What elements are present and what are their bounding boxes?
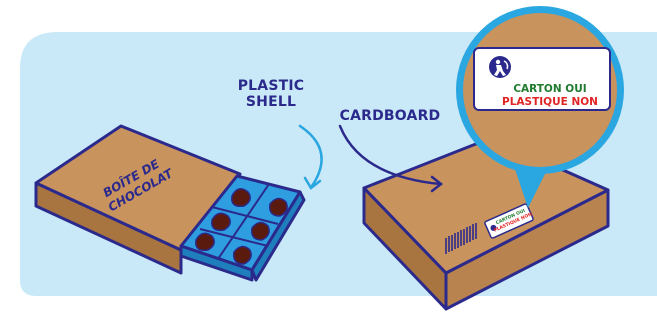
badge-line2: PLASTIQUE NON [502,96,598,108]
plastic-shell-label: PLASTIC SHELL [228,78,314,110]
plastic-shell-label-line1: PLASTIC [228,78,314,94]
chocolate-6 [234,246,251,264]
chocolate-4 [252,222,269,240]
triman-recycling-icon [489,56,511,78]
cardboard-label: CARDBOARD [330,108,450,124]
plastic-shell-label-line2: SHELL [228,94,314,110]
chocolate-1 [232,189,251,206]
badge-line1: CARTON OUI [513,83,586,95]
chocolate-5 [196,233,215,250]
chocolate-3 [212,213,231,230]
chocolate-2 [270,198,287,216]
